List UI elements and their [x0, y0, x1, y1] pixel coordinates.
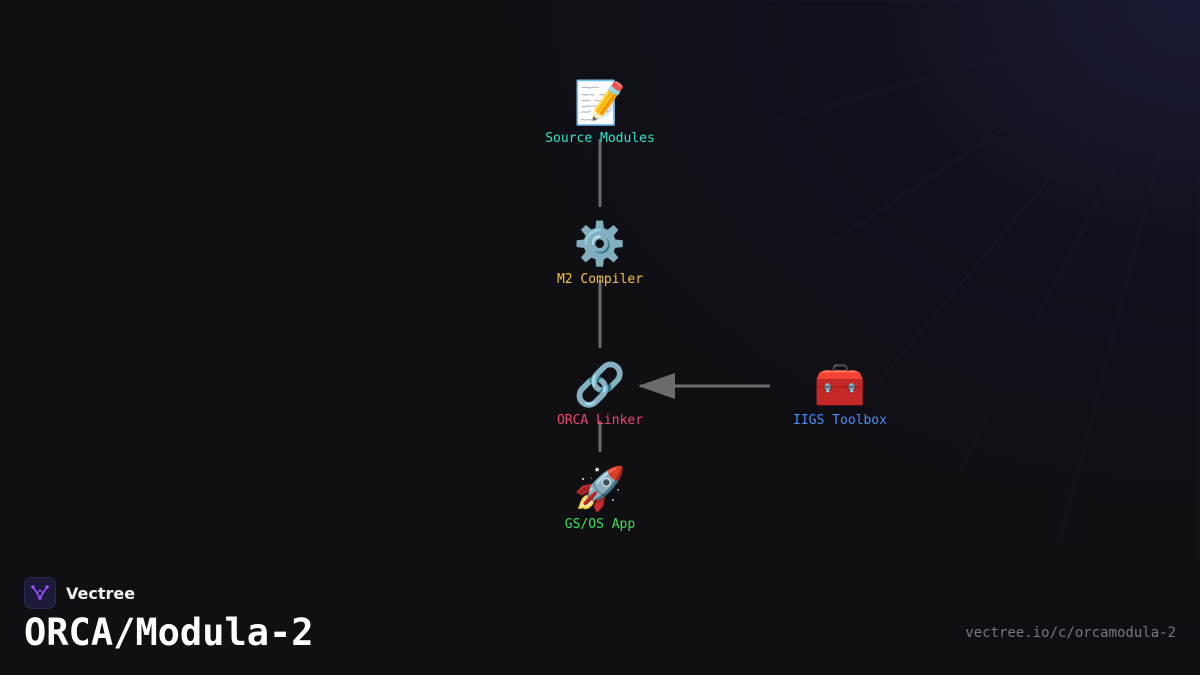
course-url[interactable]: vectree.io/c/orcamodula-2: [965, 625, 1176, 641]
memo-icon: 📝: [573, 78, 627, 127]
node-label-toolbox: IIGS Toolbox: [793, 413, 887, 428]
node-source: 📝 Source Modules: [520, 78, 680, 147]
brand-name: Vectree: [66, 583, 136, 603]
node-app: 🚀 GS/OS App: [520, 464, 680, 533]
node-label-linker: ORCA Linker: [556, 413, 644, 428]
node-compiler: ⚙️ M2 Compiler: [520, 219, 680, 288]
vectree-logo-icon: [24, 577, 56, 609]
rocket-icon: 🚀: [573, 464, 627, 513]
node-toolbox: 🧰 IIGS Toolbox: [760, 360, 920, 429]
toolbox-icon: 🧰: [813, 360, 867, 409]
node-label-app: GS/OS App: [564, 517, 636, 532]
gear-icon: ⚙️: [573, 219, 627, 268]
node-label-compiler: M2 Compiler: [556, 272, 644, 287]
course-title: ORCA/Modula-2: [24, 611, 314, 654]
node-linker: 🔗 ORCA Linker: [520, 360, 680, 429]
brand: Vectree: [24, 577, 135, 609]
arrowhead-toolbox-to-linker: [638, 373, 675, 399]
node-label-source: Source Modules: [545, 131, 655, 146]
link-icon: 🔗: [573, 360, 627, 409]
